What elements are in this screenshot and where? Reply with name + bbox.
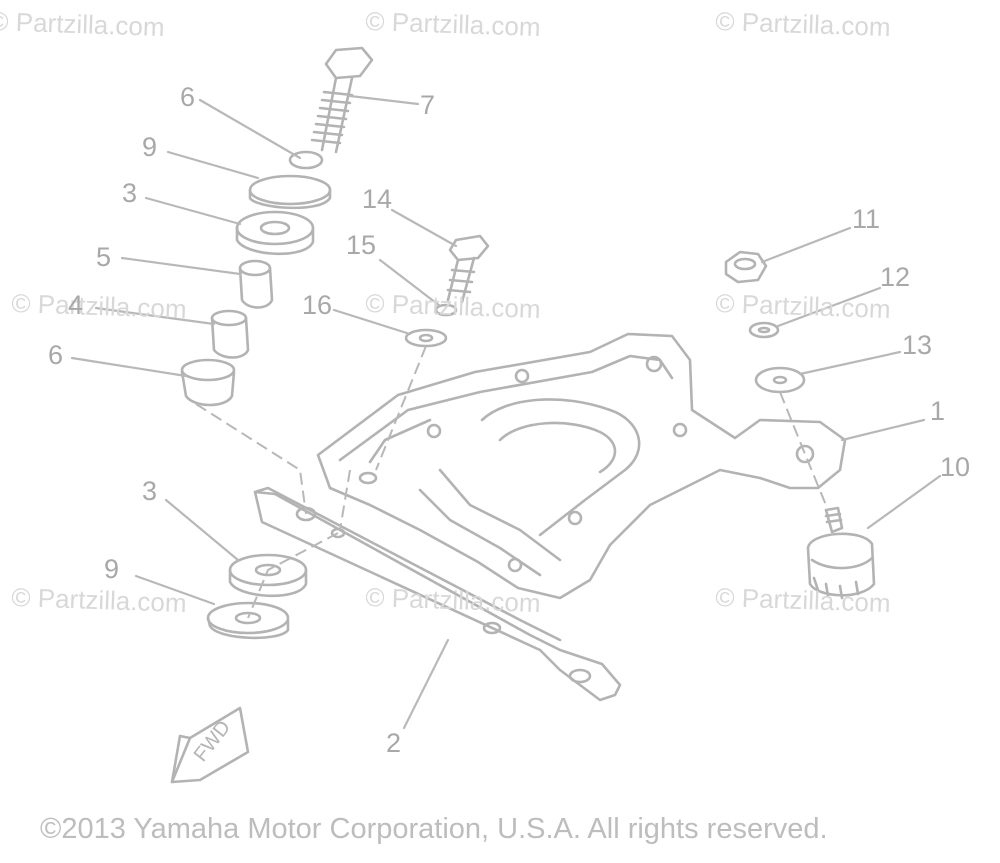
callout-3: 3 xyxy=(122,178,138,208)
leader-line-5 xyxy=(120,256,242,276)
callout-9: 9 xyxy=(142,132,158,162)
leader-line-7 xyxy=(348,94,420,106)
leader-line-3a xyxy=(144,196,242,226)
washer-part-15 xyxy=(434,303,458,317)
callout-2: 2 xyxy=(386,728,402,758)
leader-line-15 xyxy=(378,258,442,308)
leader-line-8 xyxy=(198,98,302,160)
leader-line-3b xyxy=(164,498,240,562)
washer-part-12 xyxy=(748,321,780,339)
leader-line-16 xyxy=(332,308,412,336)
assembly-line-center xyxy=(375,345,427,471)
callout-16: 16 xyxy=(302,290,333,320)
watermark: © Partzilla.com xyxy=(0,6,166,43)
callout-7: 7 xyxy=(420,90,436,120)
assembly-line-lower-cross xyxy=(339,469,351,531)
leader-line-9b xyxy=(134,574,216,606)
assembly-line-lower xyxy=(247,532,339,619)
copyright-notice: ©2013 Yamaha Motor Corporation, U.S.A. A… xyxy=(40,813,828,845)
watermark: © Partzilla.com xyxy=(10,288,188,325)
leader-line-11 xyxy=(760,226,852,264)
watermark: © Partzilla.com xyxy=(10,582,188,619)
washer-part-16 xyxy=(404,328,448,348)
leader-line-6 xyxy=(70,356,188,378)
callout-9: 9 xyxy=(104,554,120,584)
callout-13: 13 xyxy=(902,330,933,360)
damper-part-10 xyxy=(806,506,876,600)
lower-bar-part-2 xyxy=(253,486,622,702)
leader-line-4 xyxy=(94,306,216,326)
washer-part-13 xyxy=(754,366,806,394)
fwd-arrow-icon xyxy=(170,706,250,784)
leader-line-12 xyxy=(776,286,882,328)
leader-line-1 xyxy=(840,418,926,442)
watermark: © Partzilla.com xyxy=(364,6,542,43)
leader-line-2 xyxy=(402,638,450,730)
callout-3: 3 xyxy=(142,476,158,506)
callout-6: 6 xyxy=(180,82,196,112)
assembly-line-left xyxy=(195,403,307,515)
callout-15: 15 xyxy=(346,230,377,260)
callout-12: 12 xyxy=(880,262,911,292)
bracket-plate-part-1 xyxy=(316,332,847,600)
nut-part-11 xyxy=(724,250,768,284)
leader-line-9a xyxy=(166,150,260,180)
watermark: © Partzilla.com xyxy=(364,582,542,619)
callout-6: 6 xyxy=(48,340,64,370)
watermark: © Partzilla.com xyxy=(714,582,892,619)
upper-washer-stack xyxy=(180,150,332,407)
callout-14: 14 xyxy=(362,184,393,214)
watermark: © Partzilla.com xyxy=(714,6,892,43)
watermark: © Partzilla.com xyxy=(364,288,542,325)
leader-line-14 xyxy=(390,208,458,248)
bolt-part-7 xyxy=(310,46,374,154)
bolt-part-14 xyxy=(446,234,490,304)
callout-11: 11 xyxy=(852,204,881,234)
callout-10: 10 xyxy=(940,452,971,482)
assembly-line-right xyxy=(779,391,829,511)
leader-line-10 xyxy=(866,474,942,530)
callout-1: 1 xyxy=(930,396,946,426)
lower-washer-stack xyxy=(206,553,308,640)
callout-5: 5 xyxy=(96,242,112,272)
leader-line-13 xyxy=(798,350,902,376)
watermark: © Partzilla.com xyxy=(714,288,892,325)
callout-4: 4 xyxy=(68,290,84,320)
